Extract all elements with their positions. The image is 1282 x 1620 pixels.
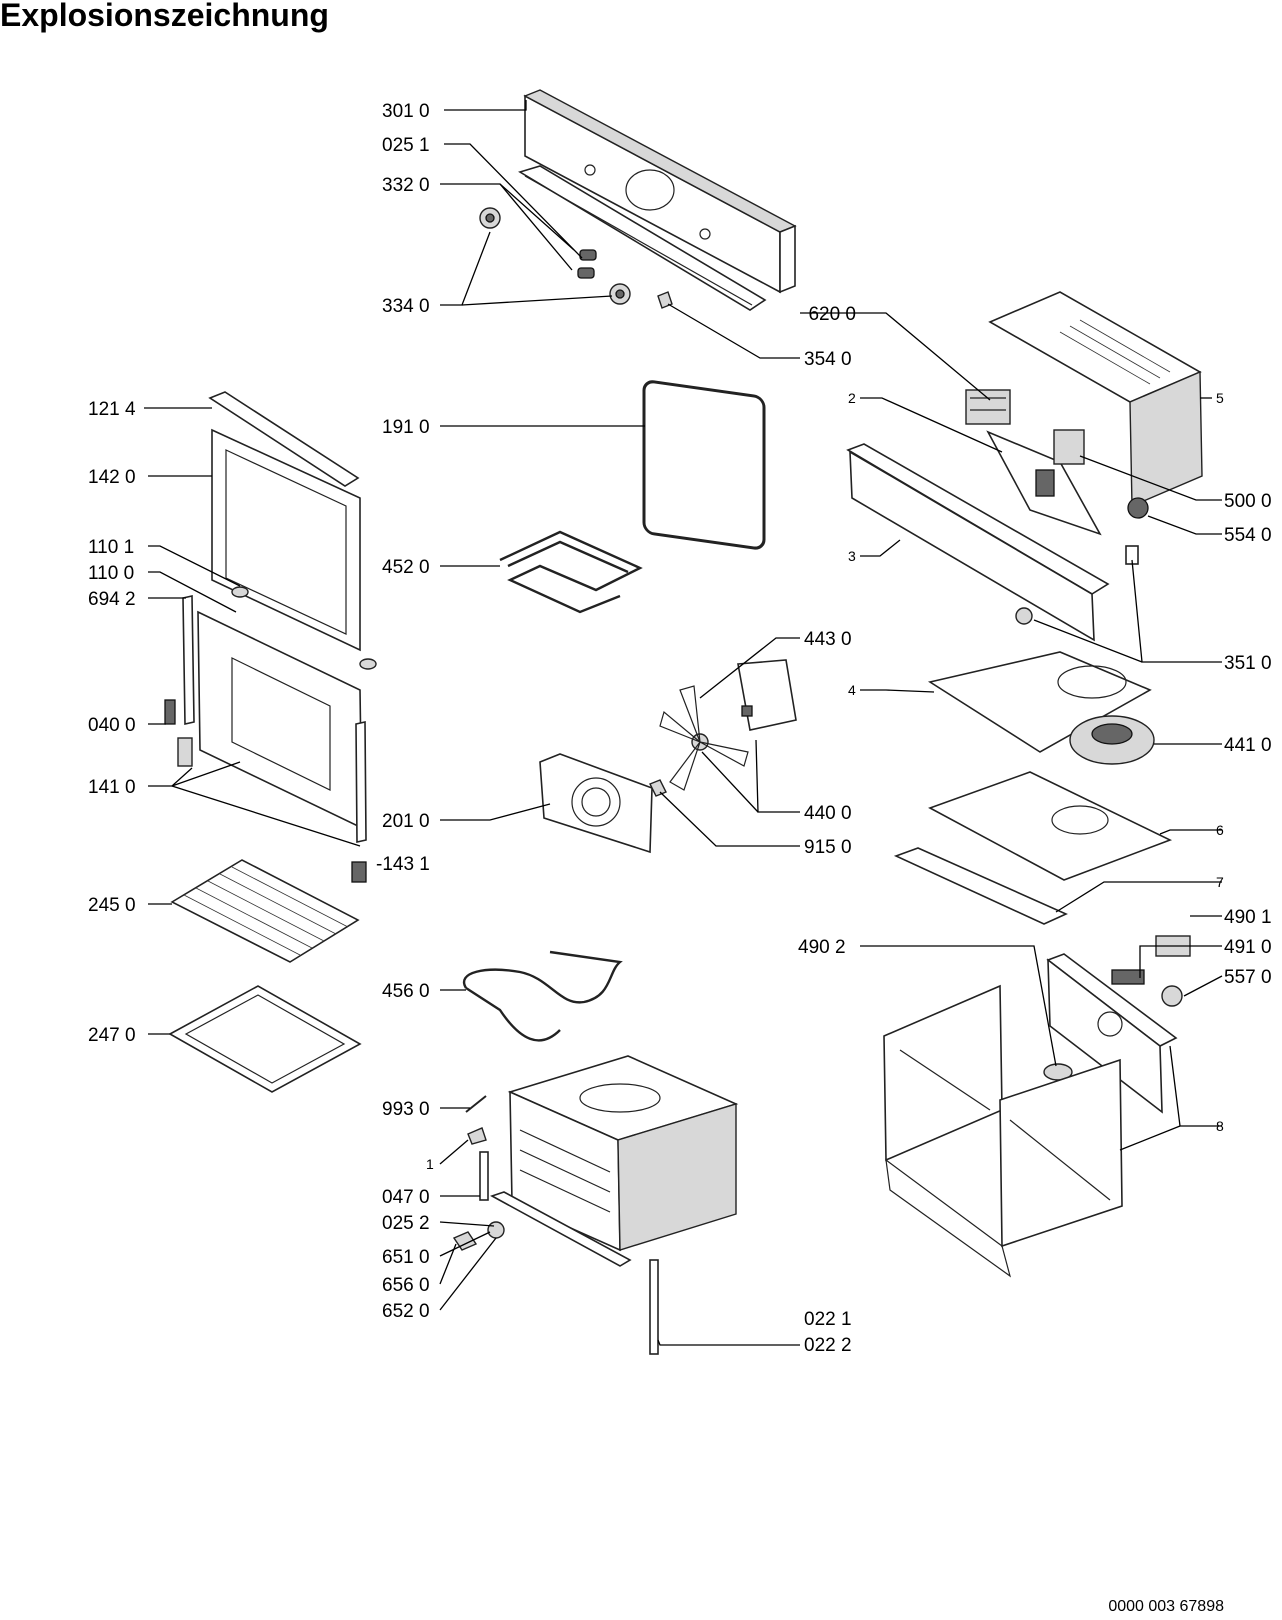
callout-915-0: 915 0 [804, 837, 852, 858]
front-strip-part [893, 847, 1068, 925]
cavity-small-parts [452, 1095, 659, 1355]
callout-047-0: 047 0 [382, 1187, 430, 1208]
fan-nut-part [649, 779, 667, 797]
control-panel-part [523, 89, 797, 294]
oven-rack-part [170, 859, 360, 963]
callout-025-1: 025 1 [382, 135, 430, 156]
door-inner-panel-part [197, 610, 363, 830]
door-outer-glass-part [211, 428, 361, 652]
callout-201-0: 201 0 [382, 811, 430, 832]
callout-694-2: 694 2 [88, 589, 136, 610]
callout-652-0: 652 0 [382, 1301, 430, 1322]
callout-3: 3 [848, 548, 856, 564]
callout-8: 8 [1216, 1118, 1224, 1134]
callout-247-0: 247 0 [88, 1025, 136, 1046]
knob-parts [479, 207, 673, 309]
callout-301-0: 301 0 [382, 101, 430, 122]
thermostat-parts [1015, 429, 1149, 625]
callout-491-0: 491 0 [1224, 937, 1272, 958]
callout-334-0: 334 0 [382, 296, 430, 317]
page-title: Explosionszeichnung [0, 0, 329, 33]
callout-110-1: 110 1 [88, 537, 134, 558]
callout-022-2: 022 2 [804, 1335, 852, 1356]
baking-tray-part [168, 985, 362, 1093]
document-number: 0000 003 67898 [1108, 1598, 1224, 1615]
callout-142-0: 142 0 [88, 467, 136, 488]
cooling-fan-part [1069, 715, 1155, 765]
outer-casing-part [883, 984, 1123, 1278]
callout-labels: 301 0 025 1 332 0 334 0 354 0 620 0 2 5 … [88, 101, 1272, 1356]
lower-heater-part [462, 950, 623, 1042]
callout-456-0: 456 0 [382, 981, 430, 1002]
upper-heater-part [499, 530, 643, 614]
callout-557-0: 557 0 [1224, 967, 1272, 988]
module-plate-part [986, 430, 1102, 536]
relay-board-part [965, 389, 1011, 425]
callout-2: 2 [848, 390, 856, 406]
callout-351-0: 351 0 [1224, 653, 1272, 674]
callout-110-0: 110 0 [88, 563, 134, 584]
callout-651-0: 651 0 [382, 1247, 430, 1268]
callout-993-0: 993 0 [382, 1099, 430, 1120]
callout-441-0: 441 0 [1224, 735, 1272, 756]
callout-143-1: -143 1 [376, 854, 430, 875]
door-top-trim-part [208, 391, 360, 487]
callout-025-2: 025 2 [382, 1213, 430, 1234]
callout-040-0: 040 0 [88, 715, 136, 736]
control-panel-rail-part [518, 165, 767, 311]
insulation-plate-part [928, 771, 1173, 881]
callout-121-4: 121 4 [88, 399, 136, 420]
callout-443-0: 443 0 [804, 629, 852, 650]
oven-cavity-part [507, 1055, 739, 1252]
callout-656-0: 656 0 [382, 1275, 430, 1296]
callout-245-0: 245 0 [88, 895, 136, 916]
callout-620-0: 620 0 [808, 304, 856, 325]
fan-blade-part [659, 685, 749, 791]
callout-5: 5 [1216, 390, 1224, 406]
rear-panel-part [1046, 953, 1178, 1114]
front-frame-part [846, 443, 1110, 642]
callout-500-0: 500 0 [1224, 491, 1272, 512]
leader-lines [144, 100, 1223, 1346]
housing-top-part [988, 291, 1203, 508]
callout-022-1: 022 1 [804, 1309, 852, 1330]
callout-452-0: 452 0 [382, 557, 430, 578]
fan-cover-part [539, 753, 653, 854]
callout-440-0: 440 0 [804, 803, 852, 824]
door-gasket-part [642, 380, 766, 550]
air-duct-part [927, 651, 1152, 753]
callout-141-0: 141 0 [88, 777, 136, 798]
door-hinge-parts [164, 586, 377, 883]
callout-4: 4 [848, 682, 856, 698]
callout-6: 6 [1216, 822, 1224, 838]
callout-354-0: 354 0 [804, 349, 852, 370]
callout-490-2: 490 2 [798, 937, 846, 958]
fan-motor-part [737, 659, 797, 731]
callout-1: 1 [426, 1156, 434, 1172]
callout-7: 7 [1216, 874, 1224, 890]
callout-332-0: 332 0 [382, 175, 430, 196]
callout-191-0: 191 0 [382, 417, 430, 438]
callout-490-1: 490 1 [1224, 907, 1272, 928]
callout-554-0: 554 0 [1224, 525, 1272, 546]
